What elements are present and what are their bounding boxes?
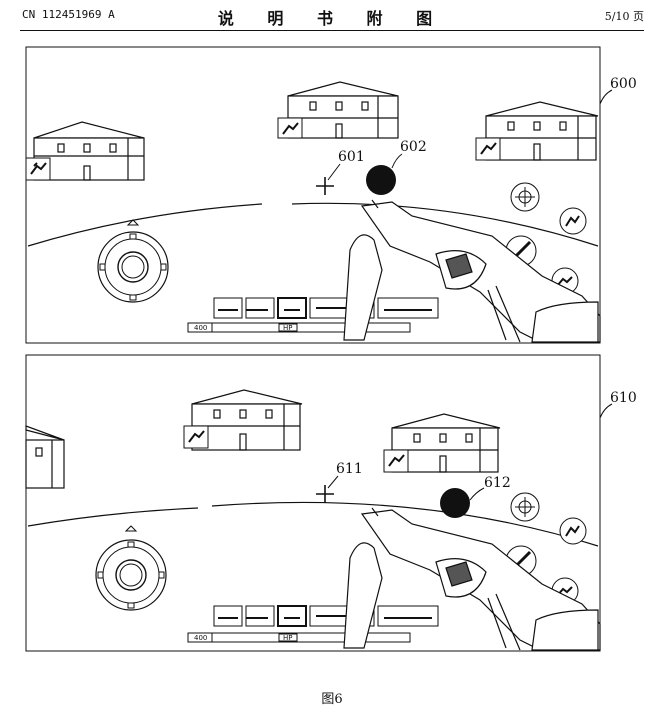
house-left-partial: [25, 425, 65, 489]
hp-bar: 400 HP: [187, 322, 411, 333]
target-label: 602: [400, 139, 427, 155]
weapon-slot-smg[interactable]: [377, 605, 439, 627]
soldier-icon: [30, 162, 47, 175]
crosshair-icon: [316, 177, 334, 195]
movement-joystick[interactable]: [97, 219, 169, 303]
weapon-slot-3[interactable]: [277, 605, 307, 627]
house-right: [485, 101, 599, 161]
horizon-right: [291, 202, 599, 247]
crosshair-leader: [327, 475, 339, 489]
enemy-marker-icon[interactable]: [475, 137, 501, 161]
panel-frame: [25, 354, 601, 652]
horizon-left: [27, 507, 199, 527]
patent-number: CN 112451969 A: [22, 8, 115, 21]
figure-caption: 图6: [321, 692, 343, 707]
panel-label-610: 610: [610, 390, 637, 406]
enemy-marker-icon[interactable]: [25, 157, 51, 181]
crosshair-leader: [327, 163, 341, 181]
target-label: 612: [484, 475, 511, 491]
page-title: 说 明 书 附 图: [217, 9, 447, 28]
panel-label-leader: [599, 89, 613, 105]
enemy-marker-icon[interactable]: [183, 425, 209, 449]
header-rule: [20, 30, 644, 31]
weapon-slot-2[interactable]: [245, 605, 275, 627]
game-screenshot-panel-610: 610 611 612: [25, 354, 637, 652]
scope-button[interactable]: [510, 182, 540, 212]
weapon-slot-3[interactable]: [277, 297, 307, 319]
game-screenshot-panel-600: 600 601 602: [25, 46, 637, 344]
panel-frame: [25, 46, 601, 344]
hp-value: 400: [194, 324, 207, 332]
scope-button[interactable]: [510, 492, 540, 522]
page-number: 5/10 页: [604, 10, 644, 23]
crosshair-icon: [316, 485, 334, 503]
hp-label: HP: [283, 324, 293, 332]
house-middle: [191, 389, 303, 451]
panel-label-leader: [599, 403, 613, 419]
house-middle: [287, 81, 399, 139]
crosshair-label: 601: [338, 149, 365, 165]
hp-label: HP: [283, 634, 293, 642]
crouch-button[interactable]: [559, 517, 587, 545]
horizon-right: [211, 501, 599, 547]
weapon-slot-2[interactable]: [245, 297, 275, 319]
soldier-icon: [282, 122, 299, 135]
movement-joystick[interactable]: [95, 525, 167, 611]
enemy-marker-icon[interactable]: [383, 449, 409, 473]
hp-bar: 400 HP: [187, 632, 411, 643]
target-leader: [469, 487, 485, 501]
hp-value: 400: [194, 634, 207, 642]
weapon-slot-bar: [213, 297, 439, 319]
player-weapon: [343, 507, 601, 651]
target-leader: [391, 153, 403, 169]
weapon-slot-smg[interactable]: [377, 297, 439, 319]
player-weapon: [343, 199, 601, 343]
panel-label-600: 600: [610, 76, 637, 92]
weapon-slot-1[interactable]: [213, 297, 243, 319]
soldier-icon: [388, 454, 405, 467]
weapon-slot-bar: [213, 605, 439, 627]
crouch-button[interactable]: [559, 207, 587, 235]
crosshair-label: 611: [336, 461, 363, 477]
soldier-icon: [188, 430, 205, 443]
house-right: [391, 413, 501, 473]
soldier-icon: [480, 142, 497, 155]
horizon-left: [27, 203, 263, 247]
aim-target-dot[interactable]: [366, 165, 396, 195]
weapon-slot-1[interactable]: [213, 605, 243, 627]
aim-target-dot[interactable]: [440, 488, 470, 518]
house-left: [33, 121, 145, 181]
